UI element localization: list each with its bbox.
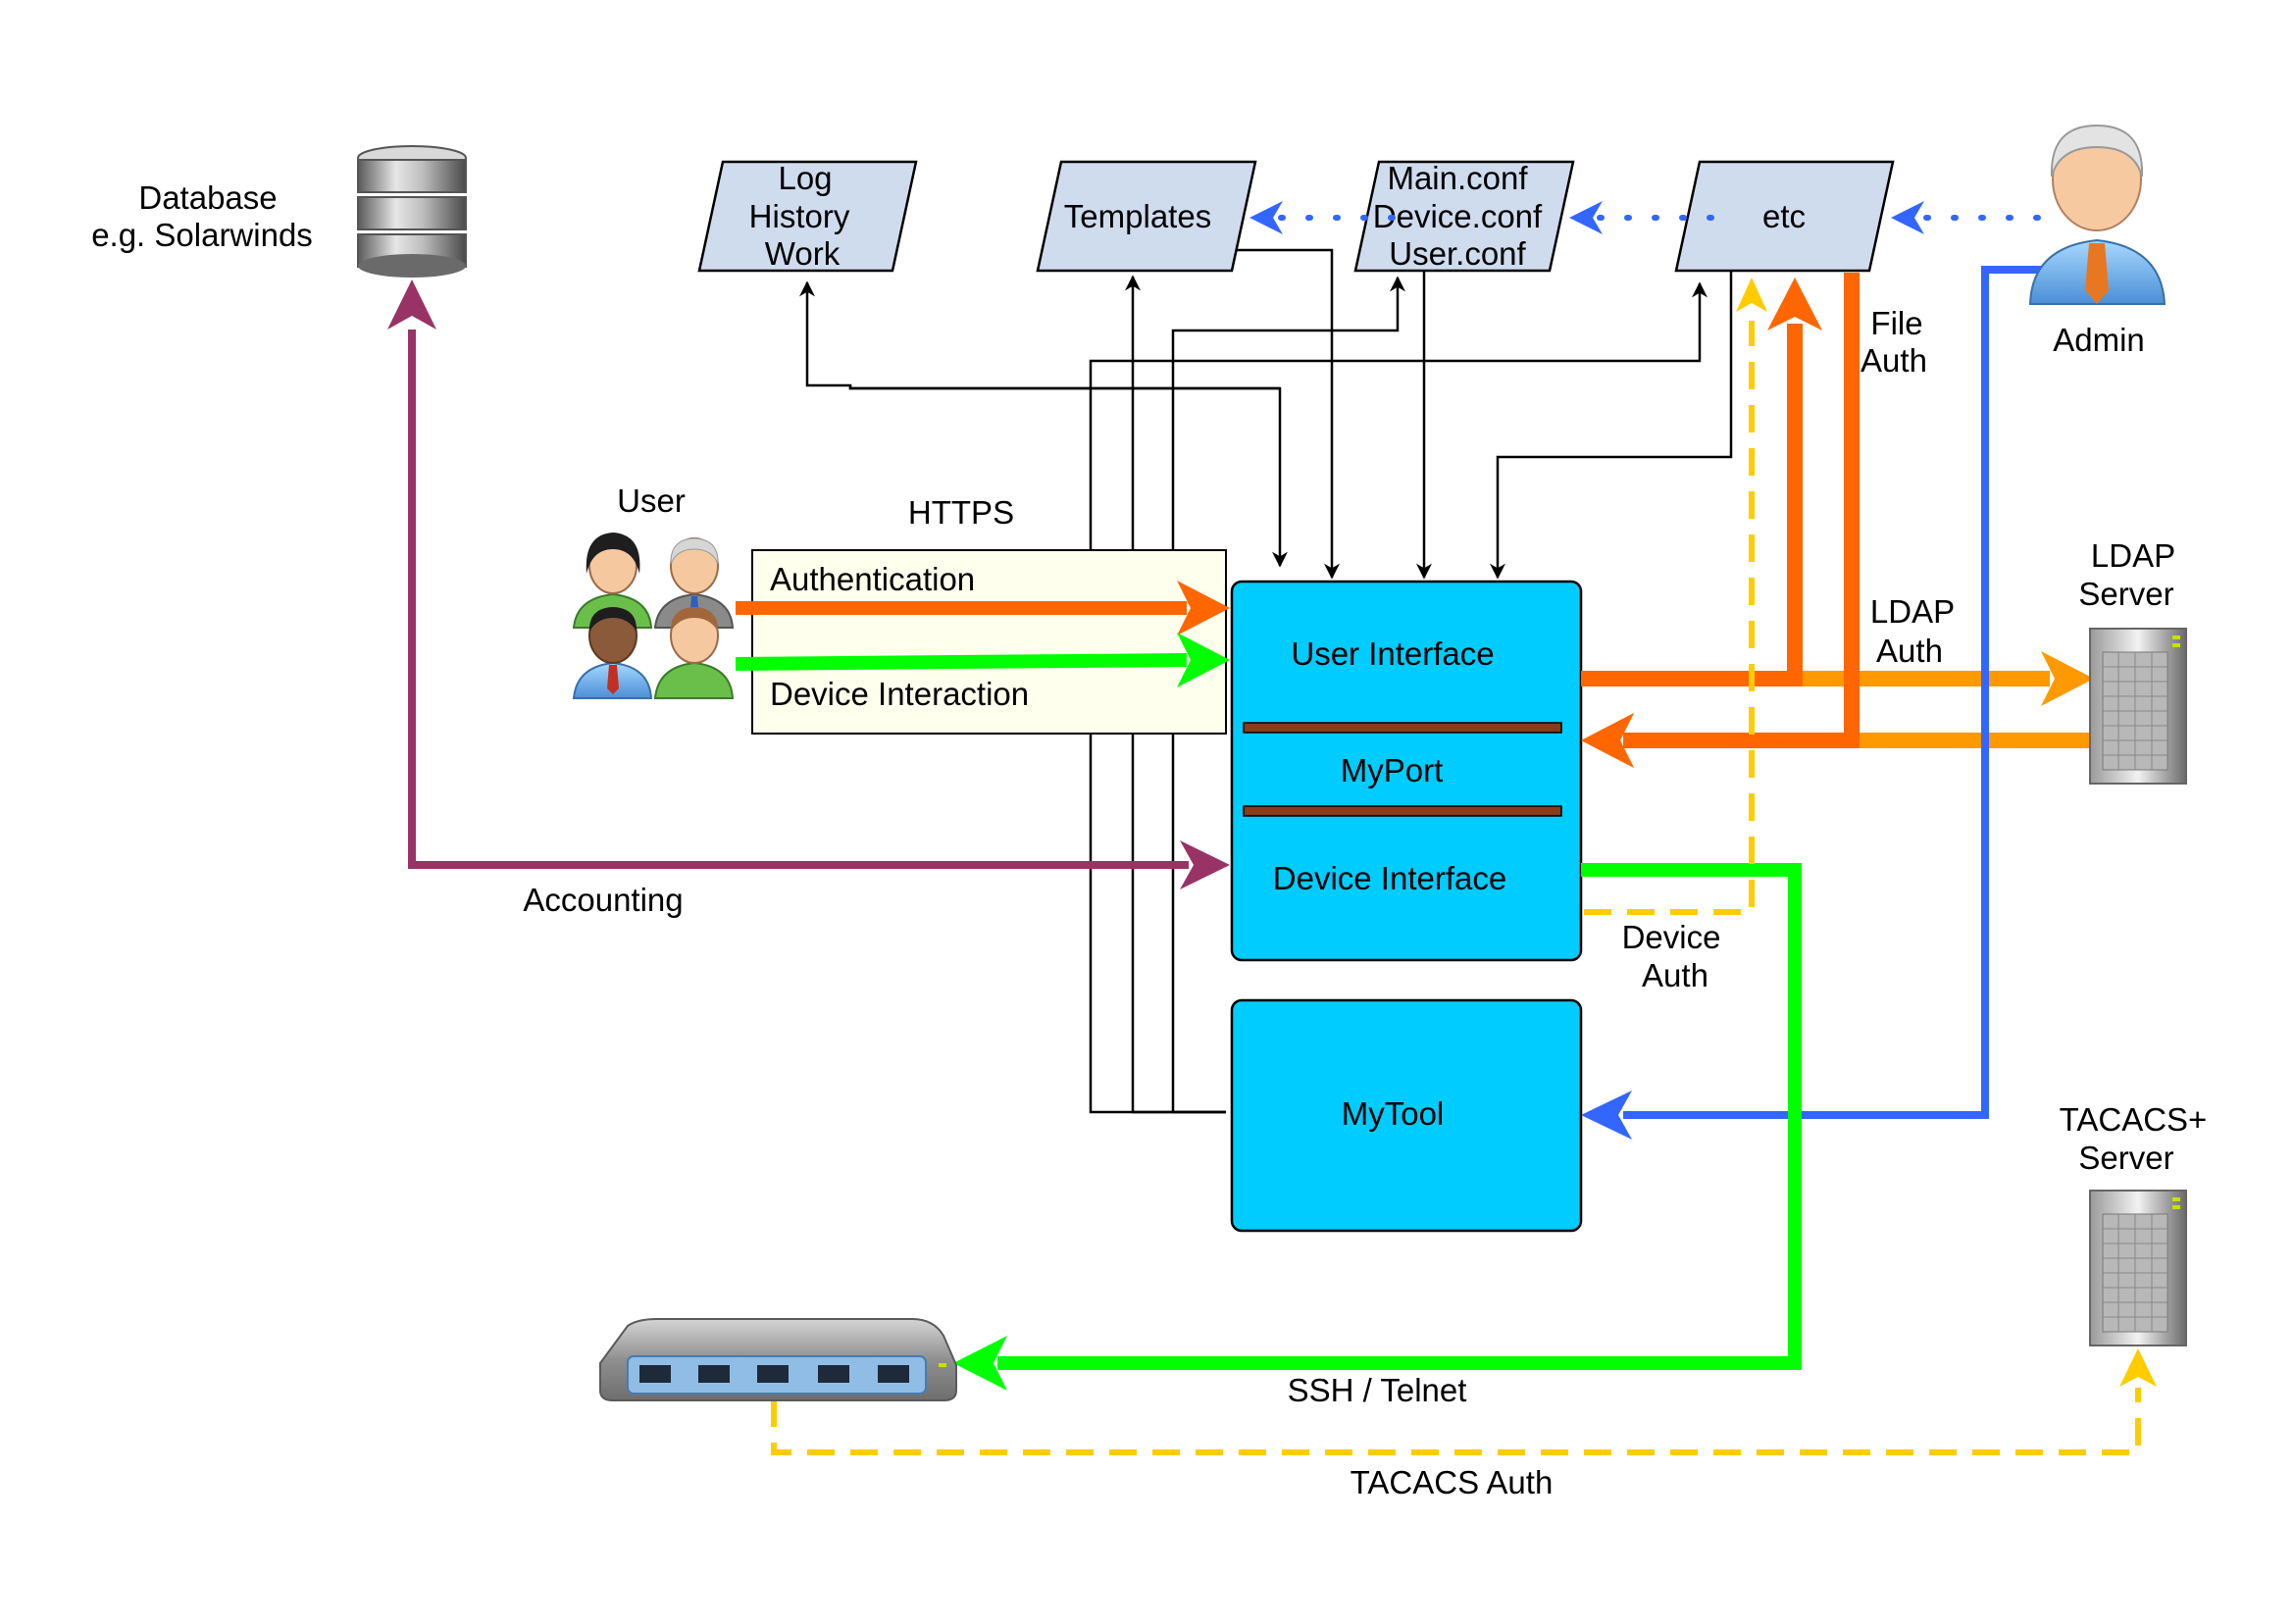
admin-mytool-path [1581,266,2042,1140]
network-switch-icon [599,1318,957,1401]
admin-config-edit-path [1249,201,2041,234]
ssh-telnet-flow [953,863,1802,1391]
file-auth-label-line1: File [1870,305,1922,341]
https-box: HTTPS Authentication Device Interaction [751,494,1227,735]
myport-divider-top [1243,722,1562,734]
device-interaction-label: Device Interaction [770,676,1029,712]
device-auth-label-line1: Device [1622,919,1721,955]
ldap-server-icon [2089,628,2187,785]
tacacs-server-line2: Server [2078,1140,2173,1176]
conf-files: Main.conf Device.conf User.conf [1353,160,1575,273]
admin-label: Admin [2053,322,2145,358]
conf-line3: User.conf [1389,235,1526,272]
templates-file: Templates [1036,160,1257,273]
file-auth-response [1581,273,1860,768]
accounting-label: Accounting [523,882,683,918]
user-label: User [617,482,686,519]
conf-line1: Main.conf [1387,160,1528,196]
mytool-box[interactable]: MyTool [1230,998,1583,1233]
tacacs-server-icon [2089,1190,2187,1346]
authentication-label: Authentication [770,561,975,597]
connector-mytool-to-conf [1171,276,1405,1114]
log-file-line2: History [749,198,850,234]
database-line2: e.g. Solarwinds [91,217,313,253]
ldap-server-line2: Server [2078,576,2173,612]
connector-etc-to-ui [1490,272,1733,580]
admin-person-icon [2028,124,2167,305]
conf-line2: Device.conf [1373,198,1543,234]
accounting-flow [387,279,1230,889]
database-line1: Database [138,179,277,216]
tacacs-auth-flow [771,1348,2157,1455]
templates-label: Templates [1064,198,1211,234]
connector-templates-to-ui [1231,248,1340,580]
https-title: HTTPS [908,494,1014,531]
etc-label: etc [1762,198,1806,234]
log-file-line3: Work [765,235,841,272]
myport-divider-bottom [1243,805,1562,817]
device-interface-label: Device Interface [1273,860,1506,896]
device-interaction-flow [735,633,1230,687]
user-interface-label: User Interface [1291,635,1494,672]
myport-box[interactable]: User Interface MyPort Device Interface [1230,580,1583,962]
tacacs-server-line1: TACACS+ [2060,1101,2208,1138]
authentication-flow [736,581,1230,635]
device-auth-flow [1584,278,1767,915]
log-file-line1: Log [778,160,832,196]
tacacs-auth-label: TACACS Auth [1351,1464,1554,1500]
file-connectors [799,248,1733,1114]
file-auth-request [1581,278,1822,686]
database-icon [357,145,467,278]
user-group-icon [572,533,735,699]
log-history-file: Log History Work [697,160,918,273]
ldap-auth-label-line1: LDAP [1870,593,1955,630]
file-auth-label-line2: Auth [1861,342,1927,379]
device-auth-label-line2: Auth [1642,957,1708,993]
connector-ui-to-log [799,280,1280,390]
myport-label: MyPort [1341,752,1444,788]
ldap-server-line1: LDAP [2091,537,2175,574]
ldap-auth-label-line2: Auth [1876,633,1943,669]
ssh-telnet-label: SSH / Telnet [1288,1372,1467,1408]
mytool-label: MyTool [1342,1095,1445,1132]
etc-file: etc [1674,160,1895,273]
connector-log-to-ui [848,385,1288,568]
